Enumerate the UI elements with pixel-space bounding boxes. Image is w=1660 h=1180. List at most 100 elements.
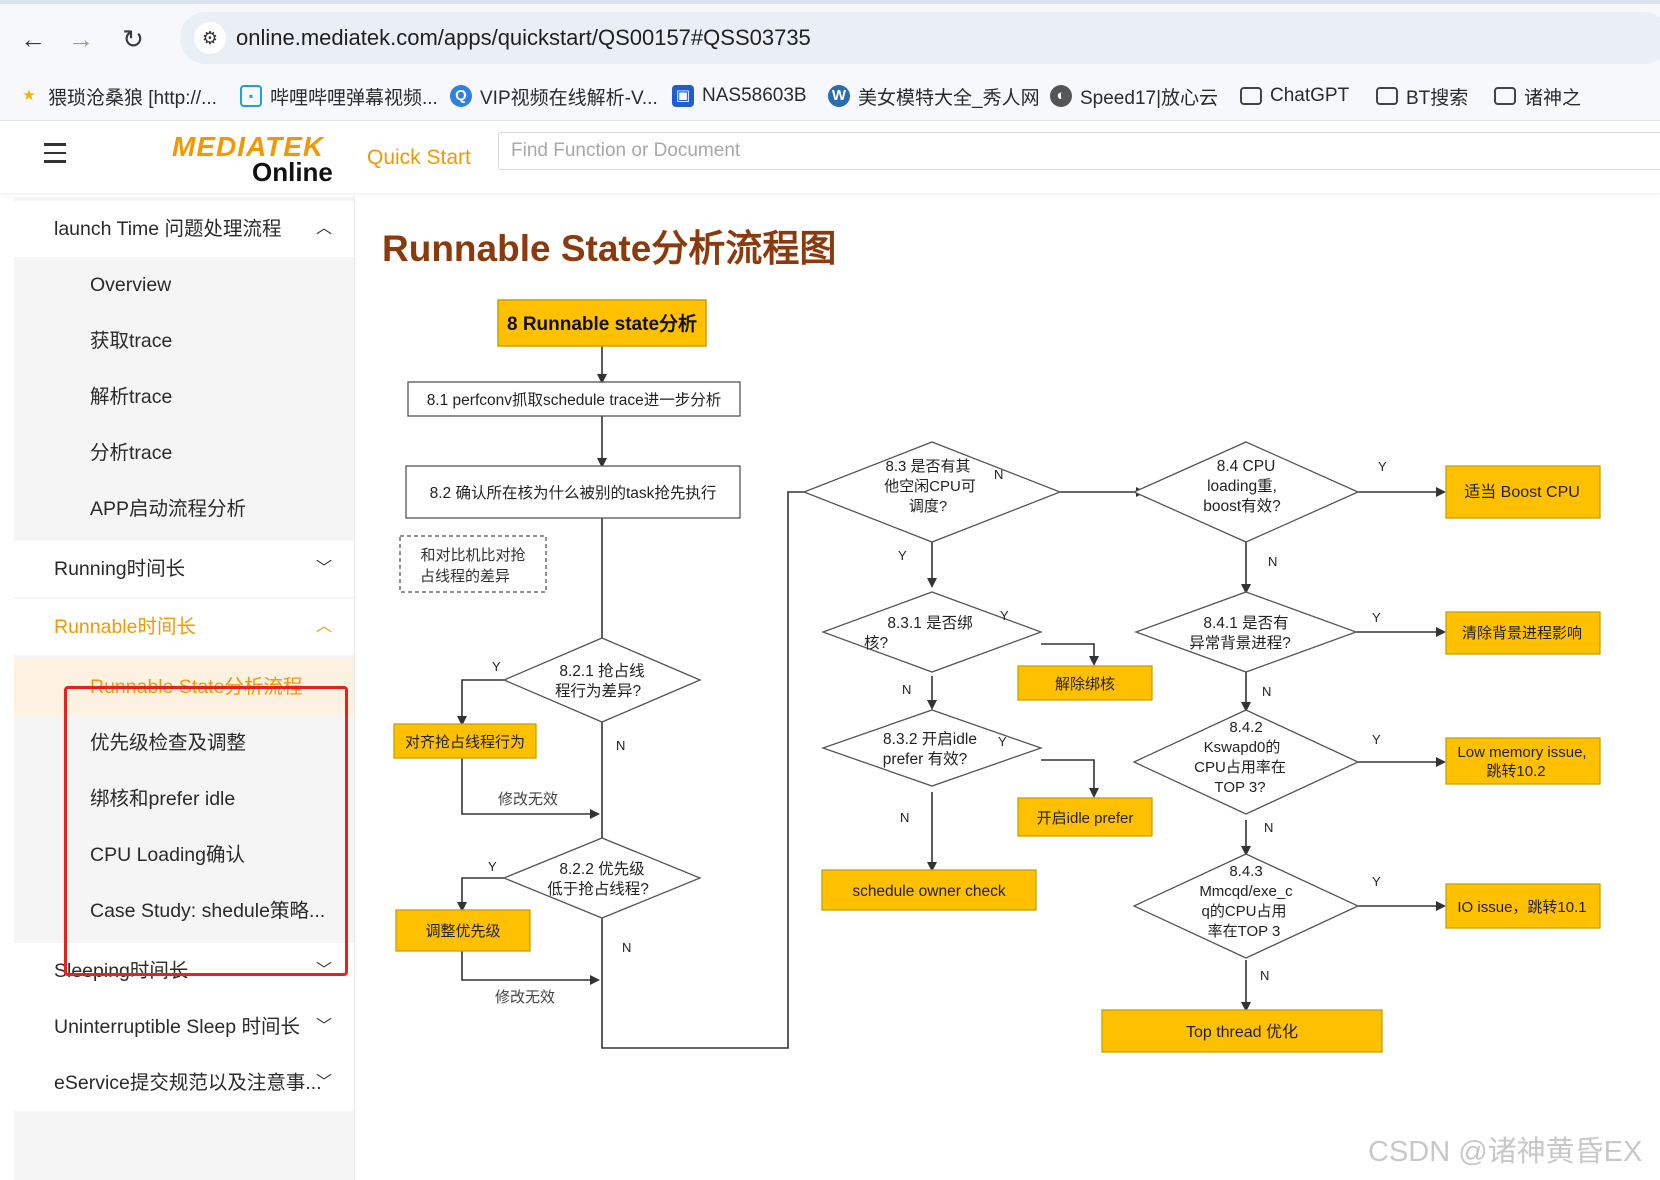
flow-decision-8-4-2-line4: TOP 3? — [1214, 779, 1265, 796]
chevron-up-icon: ︿ — [315, 618, 332, 635]
quick-start-link[interactable]: Quick Start — [367, 146, 471, 169]
chevron-down-icon: ﹀ — [315, 560, 332, 577]
bilibili-icon: ▪ — [240, 85, 262, 107]
flow-note — [399, 535, 547, 593]
reload-icon: ↻ — [122, 23, 144, 54]
flow-node-start-label: 8 Runnable state分析 — [507, 312, 697, 335]
flow-label-mod1: 修改无效 — [498, 791, 558, 808]
search-input[interactable]: Find Function or Document — [498, 132, 1660, 170]
nas-icon: ▣ — [672, 85, 694, 107]
online-logo-text: Online — [252, 157, 333, 187]
flow-node-low-memory — [1445, 737, 1601, 785]
app-header: MEDIATEK Online Quick Start Find Functio… — [0, 121, 1660, 193]
flow-decision-8-3-1 — [821, 591, 1043, 673]
bookmark-item[interactable]: BT搜索 — [1376, 82, 1468, 110]
flow-label-yes: Y — [488, 859, 497, 874]
flow-node-io-issue-label: IO issue，跳转10.1 — [1457, 899, 1586, 916]
flow-label-yes: Y — [1378, 459, 1387, 474]
flow-node-unbind-label: 解除绑核 — [1055, 676, 1115, 693]
flow-decision-8-4-3-line3: q的CPU占用 — [1201, 903, 1286, 920]
flow-note-line1: 和对比机比对抢 — [420, 546, 525, 564]
sidebar-section-runnable[interactable]: Runnable时间长︿ — [14, 599, 354, 655]
flow-node-8-1 — [407, 381, 741, 417]
flow-decision-8-2-1-line1: 8.2.1 抢占线 — [559, 662, 644, 680]
sidebar-item-analyze-trace[interactable]: 分析trace — [90, 442, 173, 464]
flow-decision-8-4-line1: 8.4 CPU — [1217, 458, 1276, 475]
flow-node-owner-check — [821, 869, 1037, 911]
globe-icon: ◐ — [1050, 85, 1072, 107]
flow-note-line2: 占线程的差异 — [420, 568, 510, 585]
flow-decision-8-4-1 — [1134, 591, 1358, 673]
bookmark-item[interactable]: ChatGPT — [1240, 82, 1349, 110]
flow-node-boost — [1445, 465, 1601, 519]
flow-label-yes: Y — [1372, 732, 1381, 747]
flow-label-yes: Y — [1372, 874, 1381, 889]
flow-decision-8-4 — [1132, 441, 1360, 543]
flow-node-unbind — [1017, 665, 1153, 701]
sidebar-section-sleeping[interactable]: Sleeping时间长﹀ — [14, 943, 354, 999]
flow-decision-8-3-2-line1: 8.3.2 开启idle — [883, 730, 977, 748]
sidebar-item-case-study[interactable]: Case Study: shedule策略... — [90, 900, 326, 922]
sidebar-item-cpu-loading[interactable]: CPU Loading确认 — [90, 844, 245, 866]
flow-label-yes: Y — [898, 548, 907, 563]
flow-label-no: N — [994, 467, 1003, 482]
sidebar-item-parse-trace[interactable]: 解析trace — [90, 386, 173, 408]
flow-decision-8-4-2-line3: CPU占用率在 — [1194, 759, 1286, 776]
flow-decision-8-3-1-line2: 核? — [864, 634, 889, 652]
bookmark-item[interactable]: ★猥琐沧桑狼 [http://... — [18, 82, 217, 110]
sidebar-section-running[interactable]: Running时间长﹀ — [14, 541, 354, 597]
top-strip — [0, 0, 1660, 4]
bookmark-item[interactable]: ◐Speed17|放心云 — [1050, 82, 1218, 110]
flow-decision-8-4-2 — [1132, 709, 1360, 815]
reload-button[interactable]: ↻ — [116, 22, 150, 56]
flow-decision-8-2-1-line2: 程行为差异? — [555, 682, 642, 700]
flow-node-idle-prefer-label: 开启idle prefer — [1037, 810, 1134, 827]
watermark: CSDN @诸神黄昏EX — [1368, 1136, 1643, 1168]
bookmark-item[interactable]: ▪哔哩哔哩弹幕视频... — [240, 82, 438, 110]
flow-node-adjust-label: 调整优先级 — [425, 923, 500, 940]
flow-decision-8-4-3 — [1132, 853, 1360, 959]
flow-label-no: N — [616, 738, 625, 753]
sidebar-section-eservice[interactable]: eService提交规范以及注意事...﹀ — [14, 1055, 354, 1111]
flow-decision-8-4-1-line1: 8.4.1 是否有 — [1203, 614, 1288, 632]
flow-label-yes: Y — [492, 659, 501, 674]
mediatek-logo[interactable]: MEDIATEK — [172, 131, 325, 162]
site-settings-icon[interactable]: ⚙ — [194, 22, 226, 54]
sidebar-item-priority-check[interactable]: 优先级检查及调整 — [90, 732, 247, 754]
flow-node-top-thread-label: Top thread 优化 — [1186, 1023, 1298, 1041]
sidebar-item-app-launch-flow[interactable]: APP启动流程分析 — [90, 498, 247, 520]
flow-label-yes: Y — [998, 734, 1007, 749]
flow-node-clear-background-label: 清除背景进程影响 — [1462, 625, 1582, 642]
forward-button[interactable]: → — [64, 22, 98, 56]
flow-decision-8-4-2-line1: 8.4.2 — [1229, 719, 1262, 736]
flow-node-align-label: 对齐抢占线程行为 — [405, 733, 525, 751]
back-button[interactable]: ← — [16, 22, 50, 56]
flow-decision-8-3-line1: 8.3 是否有其 — [885, 458, 970, 475]
flow-decision-8-4-3-line4: 率在TOP 3 — [1208, 923, 1281, 940]
flow-decision-8-4-1-line2: 异常背景进程? — [1189, 634, 1291, 652]
back-arrow-icon: ← — [20, 23, 46, 54]
sidebar-section-uninterruptible[interactable]: Uninterruptible Sleep 时间长﹀ — [14, 999, 354, 1055]
flow-label-yes: Y — [1372, 610, 1381, 625]
sidebar-item-get-trace[interactable]: 获取trace — [90, 330, 173, 352]
flow-node-boost-label: 适当 Boost CPU — [1464, 483, 1580, 501]
flow-decision-8-3-1-line1: 8.3.1 是否绑 — [887, 614, 972, 632]
flow-node-align — [393, 723, 537, 759]
flow-decision-8-4-line3: boost有效? — [1203, 497, 1281, 515]
address-bar[interactable]: ⚙ online.mediatek.com/apps/quickstart/QS… — [180, 12, 1660, 64]
flow-node-clear-background — [1445, 611, 1601, 655]
flow-decision-8-3-2 — [821, 709, 1043, 787]
bookmark-item[interactable]: ▣NAS58603B — [672, 82, 807, 110]
sidebar-item-bind-core[interactable]: 绑核和prefer idle — [90, 788, 236, 810]
flow-label-no: N — [1260, 968, 1269, 983]
flow-node-8-1-label: 8.1 perfconv抓取schedule trace进一步分析 — [427, 391, 722, 409]
flow-node-low-memory-line2: 跳转10.2 — [1486, 763, 1545, 780]
sidebar-section-launch-time[interactable]: launch Time 问题处理流程︿ — [14, 201, 354, 257]
flow-label-mod2: 修改无效 — [495, 989, 555, 1006]
bookmark-item[interactable]: 诸神之 — [1494, 82, 1581, 110]
sidebar-item-overview[interactable]: Overview — [90, 274, 172, 296]
flow-decision-8-2-2-line2: 低于抢占线程? — [547, 880, 649, 898]
menu-hamburger-icon[interactable] — [44, 143, 66, 163]
